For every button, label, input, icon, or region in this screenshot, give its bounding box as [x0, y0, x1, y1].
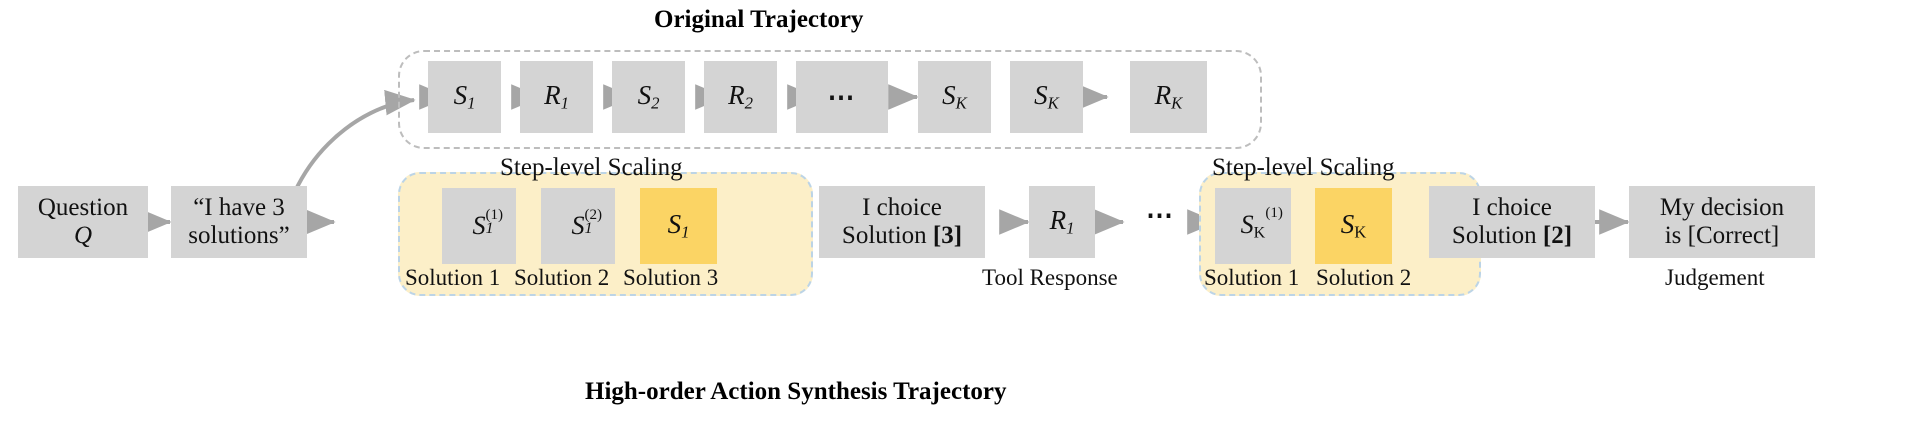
caption-solution-1a: Solution 1 [405, 265, 501, 290]
mid-ellipsis: ⋯ [1146, 200, 1175, 230]
step-box-s1-chosen-label: S1 [667, 209, 690, 242]
claim-line2: solutions” [188, 222, 290, 249]
top-box-r1-label: R1 [544, 80, 569, 113]
judgement-line2: is [Correct] [1664, 222, 1780, 249]
scaling-panel-2-title: Step-level Scaling [1212, 154, 1395, 181]
top-box-ellipsis: ⋯ [796, 61, 888, 133]
choice-box-1-line2: Solution [3] [842, 222, 962, 250]
choice-box-2-line1: I choice [1472, 194, 1552, 221]
question-line1: Question [37, 194, 129, 221]
caption-tool-response: Tool Response [982, 265, 1118, 290]
step-box-s1-chosen: S1 [640, 188, 717, 264]
step-box-s1-2-label: S(2)1 [571, 206, 603, 241]
tool-response-box: R1 [1029, 186, 1095, 258]
step-box-sk-chosen-label: SK [1340, 209, 1367, 242]
top-box-rk: RK [1130, 61, 1207, 133]
claim-box: “I have 3 solutions” [171, 186, 307, 258]
choice-box-1-line1: I choice [862, 194, 942, 221]
caption-solution-1b: Solution 1 [1204, 265, 1300, 290]
step-box-s1-1: S(1)1 [442, 188, 516, 264]
top-ellipsis-label: ⋯ [827, 81, 857, 112]
step-box-sk-1-label: S(1)K [1240, 205, 1283, 242]
top-box-r1: R1 [520, 61, 593, 133]
top-box-s2-label: S2 [637, 80, 660, 113]
choice-box-1-word: Solution [841, 222, 927, 249]
step-box-s1-2: S(2)1 [541, 188, 615, 264]
top-box-s1: S1 [428, 61, 501, 133]
top-box-s1-label: S1 [453, 80, 476, 113]
caption-solution-2b: Solution 2 [1316, 265, 1412, 290]
top-box-s2: S2 [612, 61, 685, 133]
choice-box-2-line2: Solution [2] [1452, 222, 1572, 250]
top-box-rk-label: RK [1154, 80, 1183, 113]
tool-response-label: R1 [1049, 205, 1075, 238]
original-trajectory-frame [398, 50, 1262, 149]
caption-solution-3a: Solution 3 [623, 265, 719, 290]
top-box-r2-label: R2 [728, 80, 753, 113]
choice-box-1-bracket: [3] [932, 222, 963, 249]
question-line2: Q [73, 222, 93, 249]
judgement-box: My decision is [Correct] [1629, 186, 1815, 258]
choice-box-1: I choice Solution [3] [819, 186, 985, 258]
scaling-panel-1-title: Step-level Scaling [500, 154, 683, 181]
choice-box-2-word: Solution [1451, 222, 1537, 249]
step-box-sk-chosen: SK [1315, 188, 1392, 264]
claim-line1: “I have 3 [193, 194, 285, 221]
step-box-s1-1-label: S(1)1 [472, 206, 504, 241]
top-box-sk-wide: SK [1010, 61, 1083, 133]
choice-box-2-bracket: [2] [1542, 222, 1573, 249]
bottom-title: High-order Action Synthesis Trajectory [585, 378, 1007, 405]
top-title: Original Trajectory [654, 6, 864, 33]
caption-judgement: Judgement [1665, 265, 1765, 290]
top-box-r2: R2 [704, 61, 777, 133]
top-box-sk-wide-label: SK [1034, 80, 1059, 113]
top-box-sk-label: SK [942, 80, 967, 113]
choice-box-2: I choice Solution [2] [1429, 186, 1595, 258]
judgement-line1: My decision [1659, 194, 1785, 221]
top-box-sk: SK [918, 61, 991, 133]
caption-solution-2a: Solution 2 [514, 265, 610, 290]
question-box: Question Q [18, 186, 148, 258]
step-box-sk-1: S(1)K [1215, 188, 1291, 264]
